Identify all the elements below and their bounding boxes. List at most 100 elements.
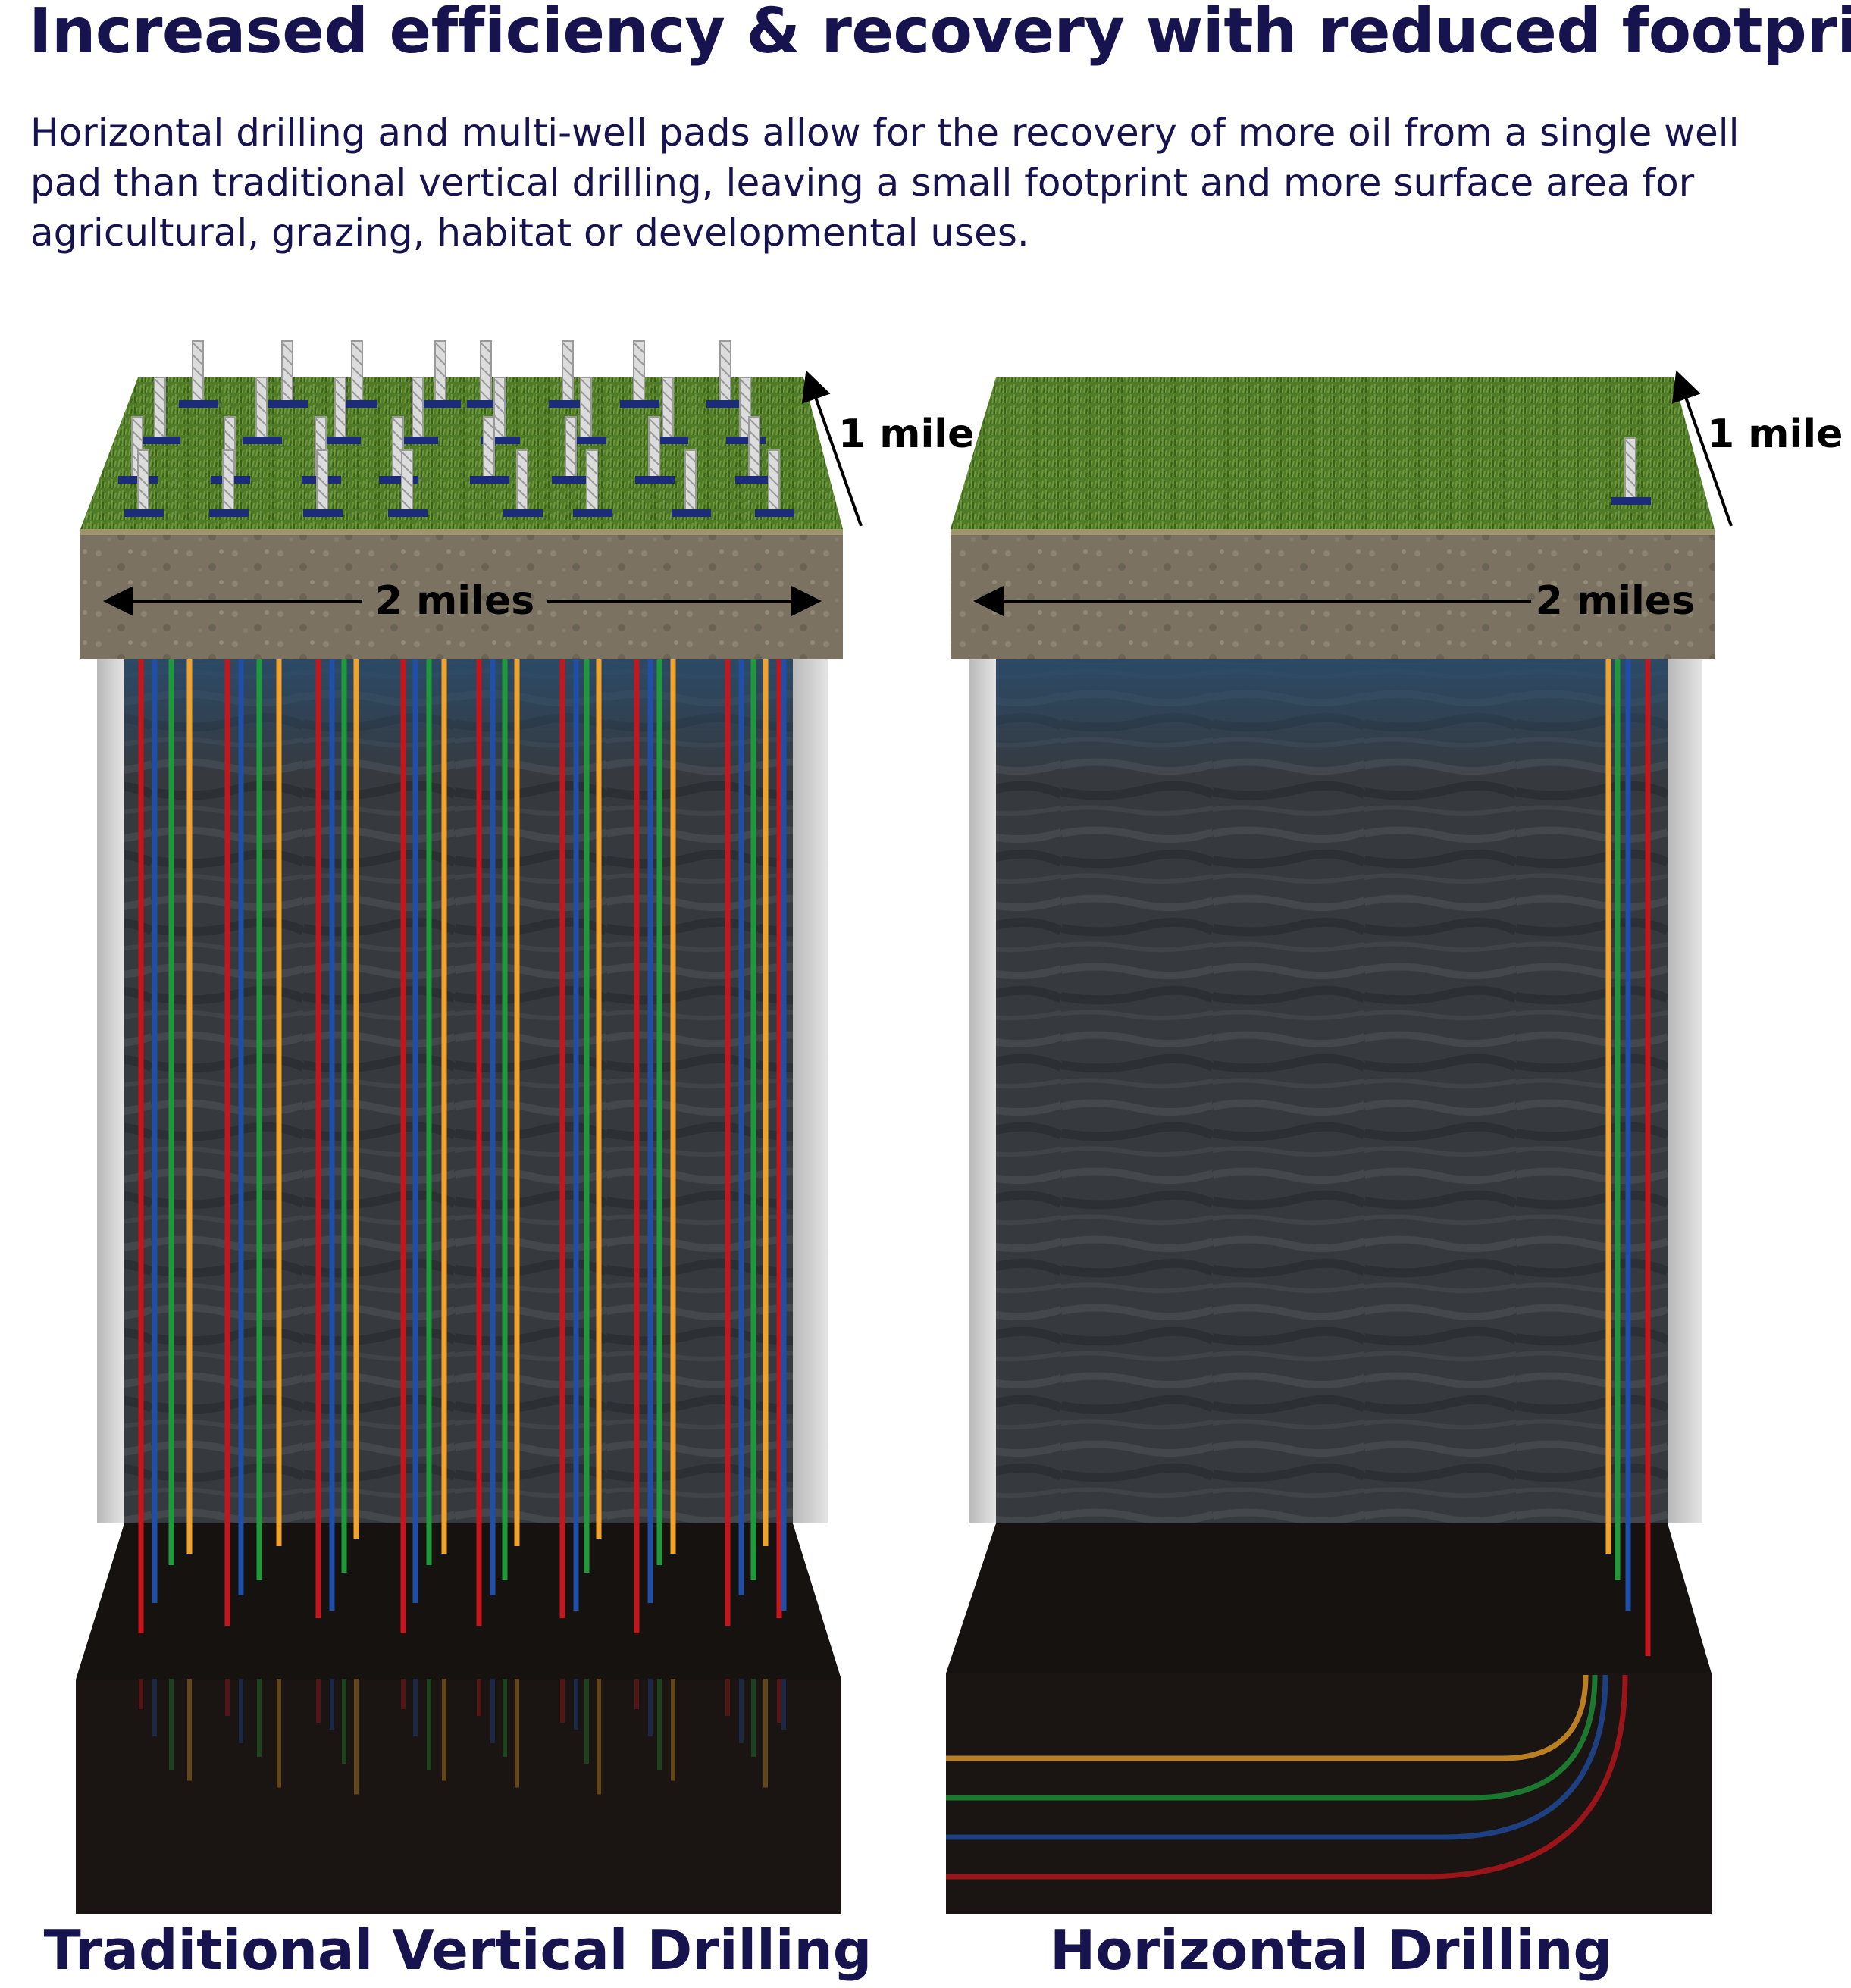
rig-icon bbox=[481, 377, 520, 444]
rig-pad bbox=[635, 476, 675, 484]
rig-brace bbox=[222, 499, 234, 512]
rig-brace bbox=[434, 390, 446, 402]
rig-brace bbox=[633, 342, 645, 354]
rig-pad bbox=[141, 437, 180, 444]
rig-brace bbox=[580, 378, 592, 390]
rig-icon bbox=[706, 340, 746, 408]
rig-icon bbox=[649, 377, 688, 444]
rig-brace bbox=[586, 463, 598, 475]
rig-brace bbox=[565, 430, 577, 442]
rig-brace bbox=[739, 390, 751, 402]
rig-brace bbox=[154, 427, 166, 439]
rig-brace bbox=[480, 342, 492, 354]
rig-icon bbox=[620, 340, 659, 408]
rig-brace bbox=[137, 475, 149, 487]
rig-brace bbox=[483, 466, 495, 478]
horizontal-wells bbox=[946, 659, 1651, 1880]
rig-brace bbox=[154, 390, 166, 402]
rig-brace bbox=[662, 402, 674, 415]
rig-brace bbox=[281, 390, 293, 402]
rig-brace bbox=[131, 430, 143, 442]
side-shadow-left bbox=[97, 659, 124, 1523]
rig-brace bbox=[483, 442, 495, 454]
grass-surface bbox=[80, 377, 843, 529]
rig-brace bbox=[580, 415, 592, 427]
rig-icon bbox=[549, 340, 588, 408]
rig-brace bbox=[392, 418, 404, 430]
rig-pad bbox=[338, 400, 377, 408]
rig-brace bbox=[412, 415, 424, 427]
rig-brace bbox=[684, 475, 697, 487]
rig-brace bbox=[351, 342, 363, 354]
rig-pad bbox=[620, 400, 659, 408]
rig-brace bbox=[434, 354, 446, 366]
rig-pad bbox=[124, 509, 164, 517]
rig-pad bbox=[268, 400, 308, 408]
rig-icon bbox=[567, 377, 606, 444]
depth-label: 1 mile bbox=[1707, 412, 1843, 457]
rig-brace bbox=[316, 463, 328, 475]
grass-surface bbox=[951, 377, 1715, 529]
rig-icon bbox=[321, 377, 361, 444]
width-label: 2 miles bbox=[1536, 578, 1695, 624]
rig-brace bbox=[719, 378, 731, 390]
rig-brace bbox=[255, 427, 268, 439]
rig-icon bbox=[755, 449, 794, 517]
horizontal-drilling-panel: 2 miles 1 mile Horizontal Drilling bbox=[946, 370, 1843, 1982]
rig-brace bbox=[719, 390, 731, 402]
rig-brace bbox=[586, 487, 598, 499]
rig-brace bbox=[401, 451, 413, 463]
rig-brace bbox=[412, 378, 424, 390]
rig-brace bbox=[516, 475, 528, 487]
rig-icon bbox=[672, 449, 711, 517]
rig-brace bbox=[768, 451, 780, 463]
soil-layer bbox=[80, 529, 843, 659]
water-layer bbox=[996, 659, 1668, 781]
rig-brace bbox=[392, 430, 404, 442]
rig-brace bbox=[334, 402, 346, 415]
rig-brace bbox=[719, 354, 731, 366]
wellbore-lateral bbox=[946, 1674, 1628, 1880]
rig-brace bbox=[633, 354, 645, 366]
rig-icon bbox=[379, 416, 418, 484]
rig-pad bbox=[388, 509, 428, 517]
rig-brace bbox=[351, 390, 363, 402]
rock-strata bbox=[996, 659, 1668, 1523]
rig-brace bbox=[662, 378, 674, 390]
water-layer bbox=[124, 659, 793, 781]
rig-brace bbox=[586, 499, 598, 512]
rig-brace bbox=[315, 430, 327, 442]
rig-brace bbox=[493, 427, 506, 439]
rig-brace bbox=[401, 463, 413, 475]
rig-brace bbox=[483, 454, 495, 466]
rig-brace bbox=[562, 342, 574, 354]
rig-pad bbox=[503, 509, 543, 517]
reservoir-layer bbox=[76, 1680, 841, 1914]
wellbore-lateral bbox=[946, 1674, 1589, 1761]
rig-pad bbox=[470, 476, 509, 484]
rig-brace bbox=[648, 466, 660, 478]
rig-brace bbox=[768, 499, 780, 512]
vertical-drilling-panel: 2 miles 1 mile Traditional Vertical Dril… bbox=[44, 340, 974, 1982]
rig-brace bbox=[222, 451, 234, 463]
rig-brace bbox=[255, 402, 268, 415]
rig-icon bbox=[552, 416, 591, 484]
rig-brace bbox=[516, 487, 528, 499]
rig-brace bbox=[565, 454, 577, 466]
width-label: 2 miles bbox=[375, 578, 534, 624]
rig-brace bbox=[565, 418, 577, 430]
rig-brace bbox=[334, 427, 346, 439]
rock-strata bbox=[124, 659, 793, 1523]
rig-brace bbox=[648, 418, 660, 430]
rig-brace bbox=[351, 354, 363, 366]
rig-brace bbox=[586, 475, 598, 487]
rig-brace bbox=[648, 454, 660, 466]
side-shadow-left bbox=[969, 659, 996, 1523]
rig-icon bbox=[124, 449, 164, 517]
rig-brace bbox=[493, 402, 506, 415]
soil-layer bbox=[951, 529, 1715, 659]
rig-brace bbox=[562, 366, 574, 378]
rig-brace bbox=[434, 342, 446, 354]
rig-brace bbox=[684, 487, 697, 499]
